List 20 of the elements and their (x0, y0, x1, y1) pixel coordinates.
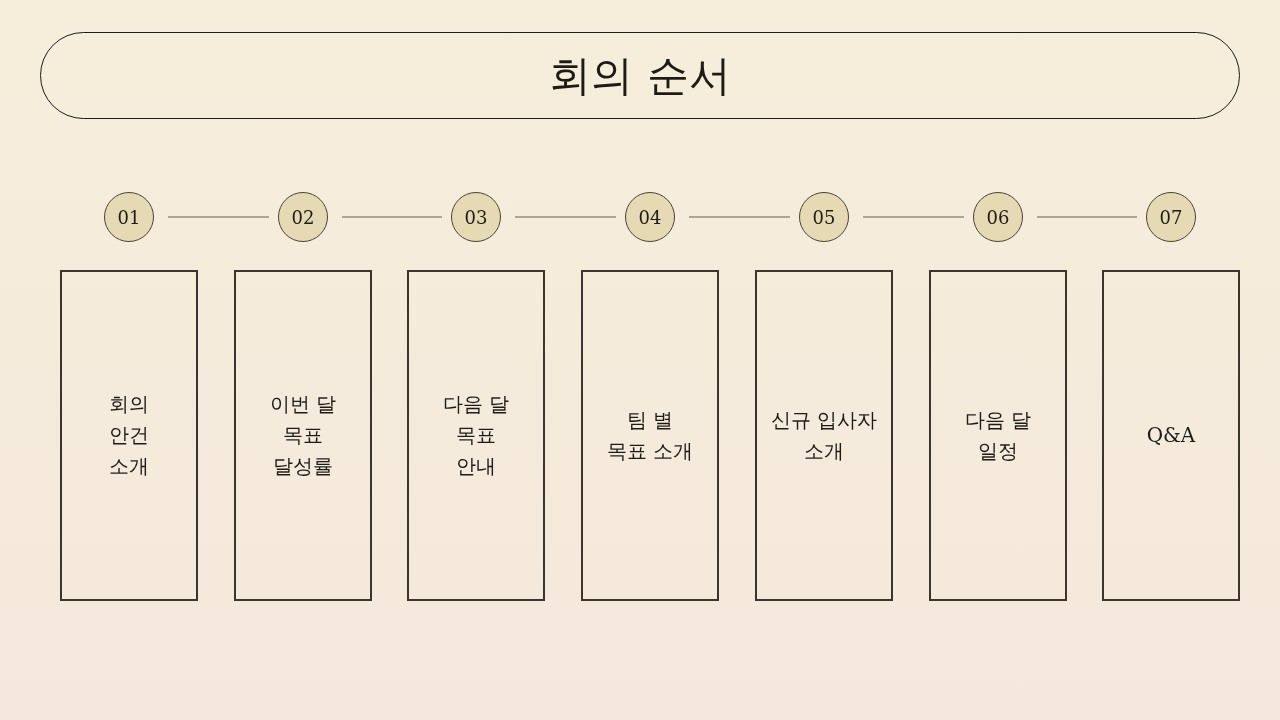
step-number-circle: 01 (104, 192, 154, 242)
step-number-circle: 06 (973, 192, 1023, 242)
connector-line (1036, 216, 1138, 218)
step-number-circle: 04 (625, 192, 675, 242)
agenda-box: Q&A (1102, 270, 1240, 601)
agenda-box: 신규 입사자 소개 (755, 270, 893, 601)
step-number-circle: 02 (278, 192, 328, 242)
step-number-circle: 07 (1146, 192, 1196, 242)
agenda-box: 다음 달 일정 (929, 270, 1067, 601)
agenda-box: 팀 별 목표 소개 (581, 270, 719, 601)
step-number-circle: 03 (451, 192, 501, 242)
connector-line (514, 216, 617, 218)
agenda-box: 회의 안건 소개 (60, 270, 198, 601)
step-number-circle: 05 (799, 192, 849, 242)
agenda-box: 다음 달 목표 안내 (407, 270, 545, 601)
connector-line (688, 216, 791, 218)
agenda-box: 이번 달 목표 달성률 (234, 270, 372, 601)
connector-line (341, 216, 443, 218)
connector-line (862, 216, 965, 218)
connector-line (167, 216, 270, 218)
